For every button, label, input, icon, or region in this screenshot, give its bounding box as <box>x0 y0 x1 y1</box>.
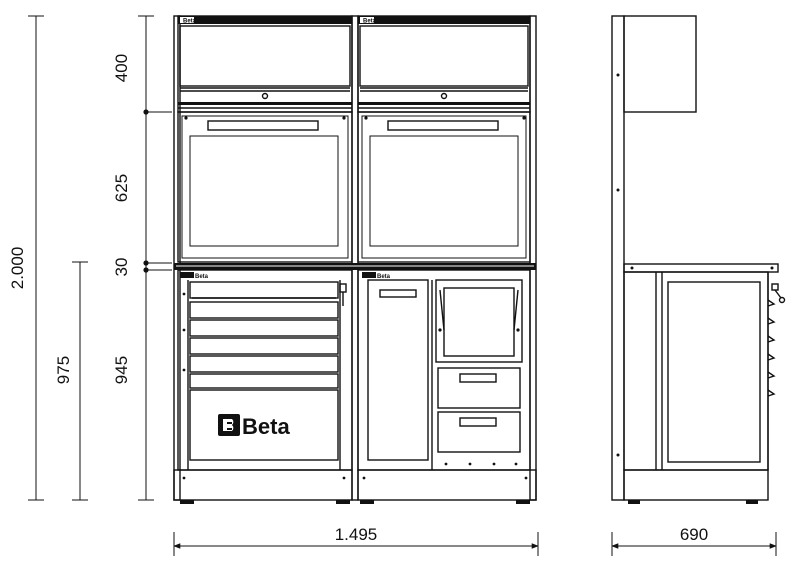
pegboard-right <box>357 111 531 263</box>
drawer[interactable] <box>189 337 339 355</box>
lock-icon[interactable] <box>339 283 347 306</box>
drawer-large[interactable] <box>189 389 339 461</box>
dim-total-height: 2.000 <box>8 247 27 290</box>
tool-rail <box>387 120 499 131</box>
dim-total-width: 1.495 <box>335 525 378 544</box>
front-view: Beta Beta <box>173 15 537 504</box>
drawer[interactable] <box>189 319 339 337</box>
dim-worktop: 30 <box>112 258 131 277</box>
base-unit-left: Beta Beta <box>177 269 353 471</box>
drawer[interactable] <box>437 411 521 453</box>
locker-handle[interactable] <box>379 289 417 298</box>
drawer[interactable] <box>437 367 521 409</box>
beta-logo-icon <box>218 414 240 436</box>
beta-badge-small <box>180 17 194 23</box>
side-view <box>611 15 786 504</box>
drawer-handle[interactable] <box>459 417 497 427</box>
beta-logo-text: Beta <box>242 414 290 439</box>
plinth <box>173 469 537 504</box>
perforated-panel <box>189 135 339 247</box>
beta-badge-text: Beta <box>377 274 391 280</box>
lock-icon[interactable] <box>771 283 786 304</box>
dim-base-unit: 945 <box>112 356 131 384</box>
dim-depth: 690 <box>680 525 708 544</box>
dim-pegboard: 625 <box>112 174 131 202</box>
right-post <box>529 15 537 501</box>
side-base-unit <box>623 271 769 471</box>
lock-icon <box>440 92 448 100</box>
wall-cabinet-right: Beta <box>357 15 531 113</box>
side-drawer-handles <box>767 299 776 397</box>
pegboard-left <box>177 111 353 263</box>
dim-wall-cabinet: 400 <box>112 54 131 82</box>
locker-door[interactable] <box>367 279 429 461</box>
beta-badge-text: Beta <box>183 19 197 25</box>
side-wall-cabinet <box>623 15 697 113</box>
drawer-handle[interactable] <box>459 373 497 383</box>
center-post <box>351 15 359 501</box>
drawer[interactable] <box>189 355 339 373</box>
beta-badge-small <box>360 17 374 23</box>
rear-post <box>611 15 625 501</box>
waste-bin <box>443 287 515 357</box>
drawer-stack <box>189 281 339 461</box>
base-unit-right: Beta <box>357 269 531 471</box>
side-worktop <box>623 263 779 273</box>
drawer[interactable] <box>189 281 339 299</box>
drawer[interactable] <box>189 301 339 319</box>
beta-badge-text: Beta <box>195 274 209 280</box>
tool-rail <box>207 120 319 131</box>
wall-cabinet-left: Beta <box>177 15 353 113</box>
dim-bench-height: 975 <box>54 356 73 384</box>
left-post <box>173 15 181 501</box>
beta-badge-text: Beta <box>363 19 377 25</box>
drawer[interactable] <box>189 373 339 389</box>
dimension-lines <box>28 15 777 556</box>
perforated-panel <box>369 135 519 247</box>
lock-icon <box>261 92 269 100</box>
